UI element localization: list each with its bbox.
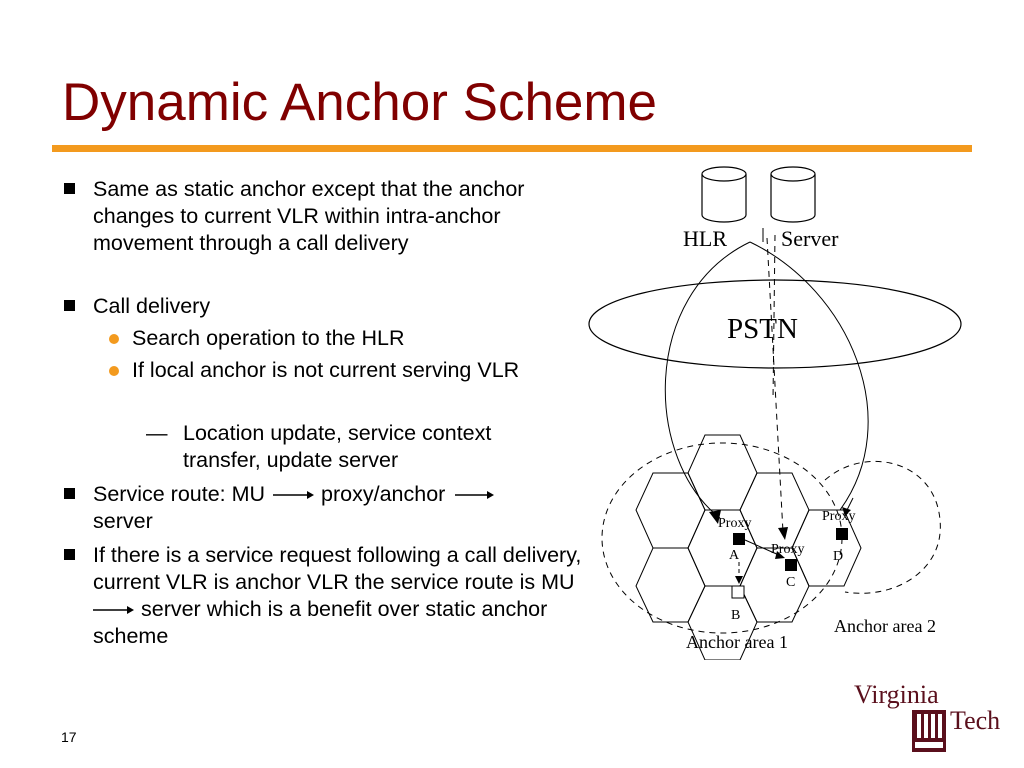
bullet-text: Service route: MU proxy/anchor server xyxy=(93,481,583,535)
route-part-mu: Service route: MU xyxy=(93,482,266,506)
proxy-c-node xyxy=(785,559,797,571)
slide-title: Dynamic Anchor Scheme xyxy=(62,73,658,132)
arrow-icon xyxy=(455,491,495,500)
bullet-marker xyxy=(64,300,75,311)
hokie-stone-icon xyxy=(912,710,946,752)
page-number: 17 xyxy=(61,729,77,745)
proxy-c-label: Proxy xyxy=(771,542,804,557)
proxy-d-node xyxy=(836,528,848,540)
bullet-list: Same as static anchor except that the an… xyxy=(64,177,583,650)
proxy-a-label: Proxy xyxy=(718,516,751,531)
anchor-area-1-label: Anchor area 1 xyxy=(686,632,788,652)
cell-c-label: C xyxy=(786,575,795,590)
cell-d-label: D xyxy=(833,549,843,564)
bullet-text: Same as static anchor except that the an… xyxy=(93,177,525,255)
bullet-text-part: server which is a benefit over static an… xyxy=(93,597,548,648)
cell-a-label: A xyxy=(729,548,740,563)
hlr-label: HLR xyxy=(683,226,727,251)
logo-text-virginia: Virginia xyxy=(854,680,939,709)
arrow-icon xyxy=(93,606,134,615)
proxy-a-node xyxy=(733,533,745,545)
pstn-label: PSTN xyxy=(727,313,798,345)
title-underline xyxy=(52,145,972,152)
bullet-marker xyxy=(64,488,75,499)
bullet-text: If there is a service request following … xyxy=(93,542,583,650)
sub-sub-bullet-text: Location update, service context transfe… xyxy=(183,421,492,472)
route-part-server: server xyxy=(93,509,153,533)
bullet-text-part: If there is a service request following … xyxy=(93,543,582,594)
sub-bullet-text: If local anchor is not current serving V… xyxy=(132,358,520,382)
proxy-d-label: Proxy xyxy=(822,509,855,524)
anchor-area-2-label: Anchor area 2 xyxy=(834,616,936,636)
server-database-icon xyxy=(770,166,816,223)
sub-bullet-text: Search operation to the HLR xyxy=(132,326,405,350)
hex-grid xyxy=(635,434,862,660)
anchor-area-2-boundary xyxy=(824,460,941,594)
arrow-icon xyxy=(273,491,315,500)
anchor-area-1-boundary xyxy=(601,442,843,634)
sub-bullet-marker xyxy=(109,334,119,344)
route-part-proxy: proxy/anchor xyxy=(321,482,446,506)
bullet-marker xyxy=(64,183,75,194)
network-diagram: HLR Server PSTN Proxy A Proxy C Proxy D xyxy=(588,166,962,660)
virginia-tech-logo: Virginia Tech xyxy=(850,680,1000,755)
pstn-cloud xyxy=(588,279,962,369)
bullet-marker xyxy=(64,549,75,560)
hlr-database-icon xyxy=(701,166,747,223)
sub-bullet-marker xyxy=(109,366,119,376)
bullet-text: Call delivery xyxy=(93,294,211,318)
cell-b-label: B xyxy=(731,608,740,623)
sub-sub-bullet-marker: — xyxy=(146,421,168,445)
mu-node-b xyxy=(731,585,745,599)
server-label: Server xyxy=(781,226,839,251)
logo-text-tech: Tech xyxy=(950,706,1001,735)
